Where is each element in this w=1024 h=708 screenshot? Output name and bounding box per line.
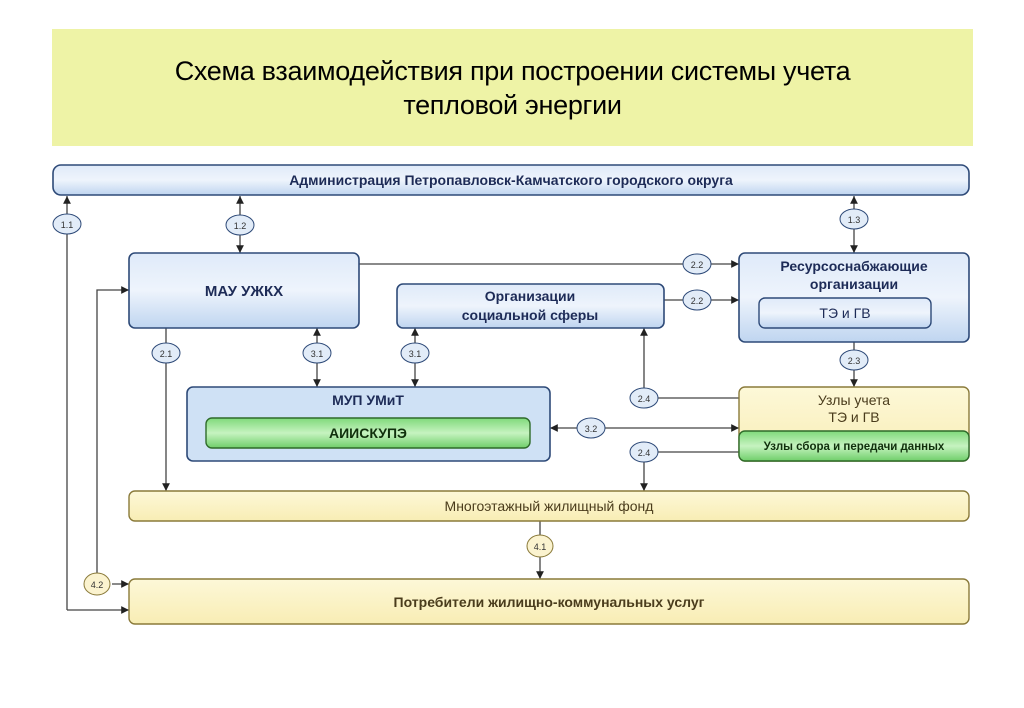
title-line-1: Схема взаимодействия при построении сист…: [174, 55, 851, 86]
badge-1-3: 1.3: [839, 208, 869, 230]
node-mau: МАУ УЖКХ: [128, 252, 360, 329]
admin-label: Администрация Петропавловск-Камчатского …: [289, 172, 733, 188]
node-admin: Администрация Петропавловск-Камчатского …: [52, 164, 970, 196]
svg-text:2.4: 2.4: [638, 448, 651, 458]
svg-text:1.1: 1.1: [61, 220, 74, 230]
social-label-1: Организации: [485, 288, 576, 304]
rso-label-1: Ресурсоснабжающие: [780, 258, 927, 274]
consumers-label: Потребители жилищно-коммунальных услуг: [394, 594, 705, 610]
node-social: Организации социальной сферы: [396, 283, 665, 329]
node-consumers: Потребители жилищно-коммунальных услуг: [128, 578, 970, 625]
badge-2-3: 2.3: [839, 349, 869, 371]
title-banner: Схема взаимодействия при построении сист…: [52, 29, 973, 146]
badge-1-2: 1.2: [225, 214, 255, 236]
badge-2-1: 2.1: [151, 342, 181, 364]
badge-4-1: 4.1: [526, 534, 554, 558]
data-nodes-label: Узлы сбора и передачи данных: [764, 441, 945, 453]
housing-label: Многоэтажный жилищный фонд: [445, 498, 654, 514]
badge-4-2: 4.2: [83, 572, 111, 596]
node-rso: Ресурсоснабжающие организации ТЭ и ГВ: [738, 252, 970, 343]
svg-text:3.2: 3.2: [585, 424, 598, 434]
node-meters: Узлы учета ТЭ и ГВ Узлы сбора и передачи…: [738, 386, 970, 462]
svg-text:3.1: 3.1: [311, 349, 324, 359]
title-line-2: тепловой энергии: [403, 89, 622, 120]
badge-2-2-top: 2.2: [682, 253, 712, 275]
badge-3-1-left: 3.1: [302, 342, 332, 364]
mau-label: МАУ УЖКХ: [205, 283, 283, 300]
badge-2-4-bottom: 2.4: [629, 441, 659, 463]
badge-1-1: 1.1: [52, 213, 82, 235]
badges: 1.1 1.2 1.3 2.2 2.2 2.1 3.1 3.1 2.3 2.4 …: [52, 208, 869, 596]
social-label-2: социальной сферы: [462, 307, 599, 323]
rso-label-2: организации: [810, 276, 898, 292]
mup-label: МУП УМиТ: [332, 392, 404, 408]
badge-3-2: 3.2: [576, 417, 606, 439]
svg-text:1.3: 1.3: [848, 215, 861, 225]
badge-2-4-top: 2.4: [629, 387, 659, 409]
node-mup: МУП УМиТ АИИСКУПЭ: [186, 386, 551, 462]
connector-4-2: [96, 286, 129, 580]
svg-text:4.2: 4.2: [91, 580, 104, 590]
svg-text:2.2: 2.2: [691, 260, 704, 270]
connector-2-4-bottom: [640, 451, 739, 491]
svg-text:3.1: 3.1: [409, 349, 422, 359]
svg-text:2.3: 2.3: [848, 356, 861, 366]
svg-text:2.2: 2.2: [691, 296, 704, 306]
svg-text:2.1: 2.1: [160, 349, 173, 359]
badge-3-1-right: 3.1: [400, 342, 430, 364]
te-gv-label: ТЭ и ГВ: [819, 305, 870, 321]
meters-label-1: Узлы учета: [818, 392, 890, 408]
svg-text:4.1: 4.1: [534, 542, 547, 552]
connector-2-4-top: [640, 328, 739, 399]
aiiskupe-label: АИИСКУПЭ: [329, 425, 407, 441]
svg-text:1.2: 1.2: [234, 221, 247, 231]
node-housing: Многоэтажный жилищный фонд: [128, 490, 970, 522]
badge-2-2-bottom: 2.2: [682, 289, 712, 311]
svg-text:2.4: 2.4: [638, 394, 651, 404]
meters-label-2: ТЭ и ГВ: [828, 409, 879, 425]
